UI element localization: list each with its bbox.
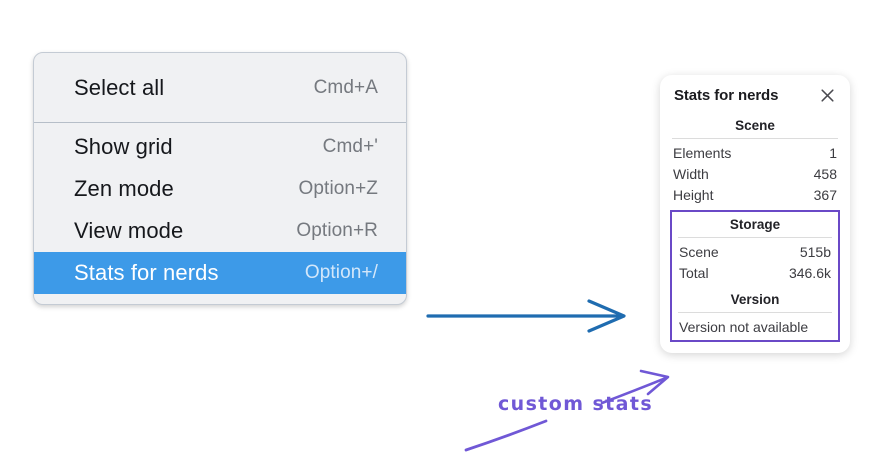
menu-group-2: Show grid Cmd+' Zen mode Option+Z View m… <box>34 123 406 304</box>
purple-underline-stroke <box>464 419 548 452</box>
section-rule <box>678 312 832 313</box>
menu-item-shortcut: Option+/ <box>304 262 378 283</box>
menu-item-label: Stats for nerds <box>74 260 219 285</box>
menu-group-1: Select all Cmd+A <box>34 53 406 122</box>
stat-label: Width <box>673 165 709 182</box>
section-heading: Version <box>730 292 780 307</box>
stat-label: Elements <box>673 144 732 161</box>
stat-value: 458 <box>813 165 837 182</box>
menu-item-label: View mode <box>74 218 184 243</box>
menu-item-label: Show grid <box>74 134 173 159</box>
stats-section-storage: Storage Scene 515b Total 346.6k <box>676 215 834 283</box>
stat-row: Scene 515b <box>676 241 834 262</box>
section-rule <box>672 138 838 139</box>
close-icon[interactable] <box>819 87 836 104</box>
section-rule <box>678 237 832 238</box>
section-heading: Scene <box>735 118 775 133</box>
stats-for-nerds-panel: Stats for nerds Scene Elements 1 Width 4… <box>660 75 850 353</box>
stat-value: 515b <box>799 243 831 260</box>
stat-row: Height 367 <box>670 184 840 205</box>
blue-arrow-annotation <box>426 299 626 333</box>
menu-item-select-all[interactable]: Select all Cmd+A <box>34 67 406 109</box>
version-note: Version not available <box>679 319 809 335</box>
stat-row: Width 458 <box>670 163 840 184</box>
menu-item-label: Zen mode <box>74 176 174 201</box>
stat-value: 346.6k <box>788 264 831 281</box>
menu-item-shortcut: Cmd+A <box>313 77 378 98</box>
stat-row: Elements 1 <box>670 142 840 163</box>
stats-section-version: Version Version not available <box>676 283 834 336</box>
annotation-label-custom-stats: custom stats <box>498 393 654 415</box>
section-heading: Storage <box>729 217 781 232</box>
menu-divider <box>34 122 406 123</box>
menu-item-shortcut: Option+R <box>296 220 378 241</box>
context-menu[interactable]: Select all Cmd+A Show grid Cmd+' Zen mod… <box>33 52 407 305</box>
menu-item-view-mode[interactable]: View mode Option+R <box>34 210 406 252</box>
stat-label: Total <box>679 264 709 281</box>
menu-item-zen-mode[interactable]: Zen mode Option+Z <box>34 168 406 210</box>
stat-value: 367 <box>813 186 837 203</box>
stat-label: Scene <box>679 243 719 260</box>
menu-item-shortcut: Option+Z <box>298 178 378 199</box>
menu-item-show-grid[interactable]: Show grid Cmd+' <box>34 126 406 168</box>
menu-item-label: Select all <box>74 75 165 100</box>
stat-value: 1 <box>829 144 837 161</box>
stats-section-scene: Scene Elements 1 Width 458 Height 367 <box>670 116 840 205</box>
panel-header: Stats for nerds <box>670 87 840 104</box>
menu-item-shortcut: Cmd+' <box>322 136 378 157</box>
stat-label: Height <box>673 186 714 203</box>
stat-row: Total 346.6k <box>676 262 834 283</box>
panel-title: Stats for nerds <box>674 87 779 104</box>
menu-item-stats-for-nerds[interactable]: Stats for nerds Option+/ <box>34 252 406 294</box>
custom-stats-highlight-box: Storage Scene 515b Total 346.6k Version … <box>670 210 840 342</box>
